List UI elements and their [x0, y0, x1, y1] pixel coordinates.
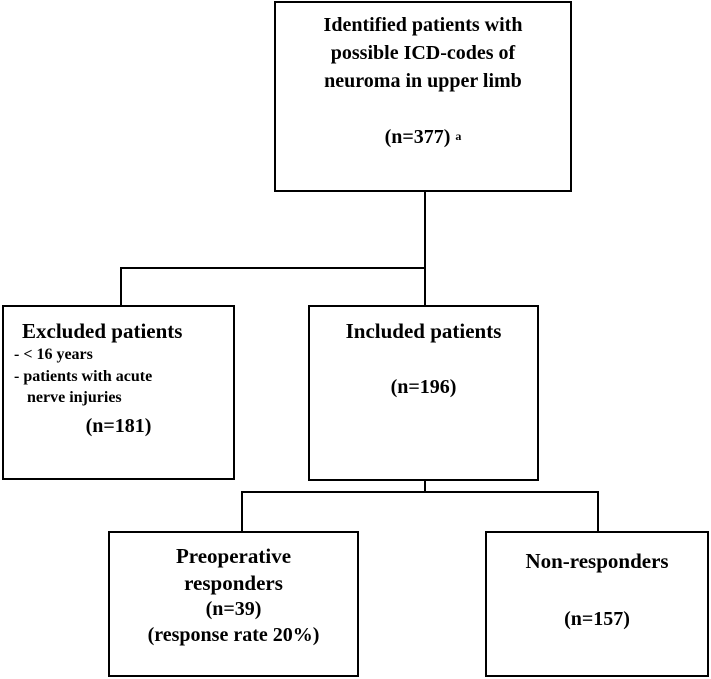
- connector-top-down: [424, 191, 426, 268]
- excluded-criterion-acute: - patients with acute: [14, 368, 153, 385]
- excluded-criterion-age: - < 16 years: [14, 346, 93, 363]
- included-patients-box: Included patients (n=196): [308, 305, 539, 481]
- responders-rate: (response rate 20%): [147, 624, 320, 646]
- responders-title-line-1: Preoperative: [175, 544, 292, 568]
- responders-title-line-2: responders: [184, 571, 283, 595]
- connector-included-down: [424, 480, 426, 492]
- responders-count: (n=39): [205, 598, 262, 620]
- nonresponders-count: (n=157): [564, 608, 630, 630]
- identified-count-value: (n=377): [384, 126, 451, 148]
- connector-top-branch: [120, 267, 426, 269]
- identified-title-line-2: possible ICD-codes of: [330, 42, 516, 64]
- excluded-count: (n=181): [85, 415, 152, 437]
- excluded-title: Excluded patients: [22, 319, 183, 343]
- preoperative-responders-box: Preoperative responders (n=39) (response…: [108, 531, 359, 677]
- nonresponders-title: Non-responders: [525, 549, 669, 573]
- non-responders-box: Non-responders (n=157): [485, 531, 709, 677]
- connector-to-excluded: [120, 267, 122, 306]
- connector-to-nonresponders: [597, 491, 599, 532]
- identified-title-line-3: neuroma in upper limb: [324, 70, 522, 92]
- connector-to-responders: [241, 491, 243, 532]
- excluded-criterion-nerve: nerve injuries: [27, 389, 122, 406]
- connector-bottom-branch: [241, 491, 599, 493]
- included-title: Included patients: [345, 319, 502, 343]
- identified-count: (n=377) a: [276, 125, 570, 151]
- footnote-marker: a: [455, 129, 462, 143]
- included-count: (n=196): [390, 376, 457, 398]
- excluded-patients-box: Excluded patients - < 16 years - patient…: [2, 305, 235, 480]
- connector-to-included: [424, 267, 426, 306]
- identified-patients-box: Identified patients with possible ICD-co…: [274, 1, 572, 192]
- identified-title-line-1: Identified patients with: [323, 14, 523, 36]
